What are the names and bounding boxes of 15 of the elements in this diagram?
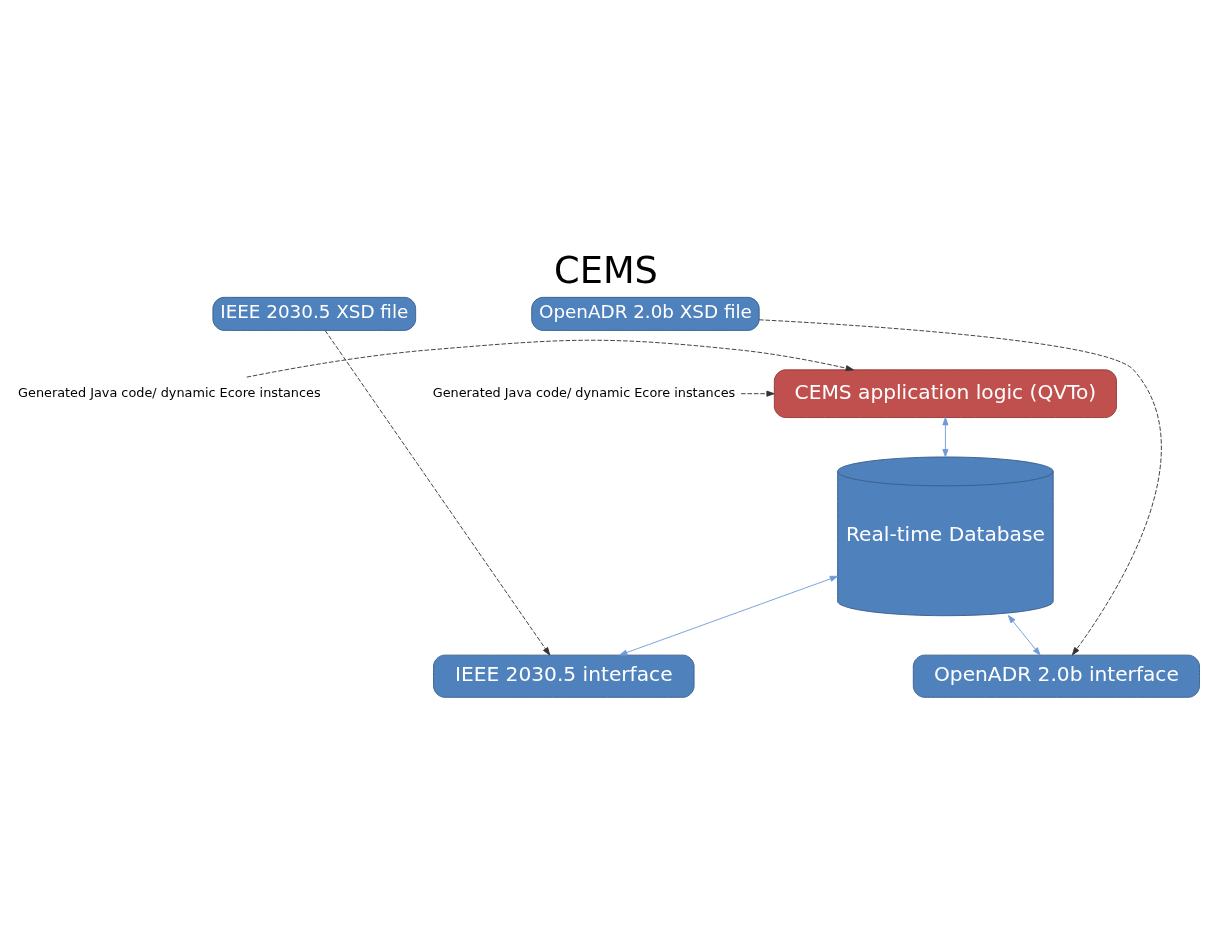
node-text: Generated Java code/ dynamic Ecore instances (432, 385, 736, 401)
arrow (324, 330, 551, 656)
arrow (1007, 615, 1041, 656)
node-box: IEEE 2030.5 interface (433, 654, 695, 698)
arrow (740, 390, 775, 397)
arrow (942, 417, 949, 458)
diagram-title: CEMS (554, 248, 658, 292)
arrow (619, 575, 839, 656)
node-box: OpenADR 2.0b interface (912, 654, 1200, 698)
node-box: IEEE 2030.5 XSD file (212, 296, 417, 331)
node-box: OpenADR 2.0b XSD file (531, 296, 760, 331)
arrow (758, 319, 1162, 656)
node-text: Generated Java code/ dynamic Ecore instances (18, 385, 321, 401)
arrow (246, 339, 854, 378)
node-box: CEMS application logic (QVTo) (773, 369, 1117, 418)
